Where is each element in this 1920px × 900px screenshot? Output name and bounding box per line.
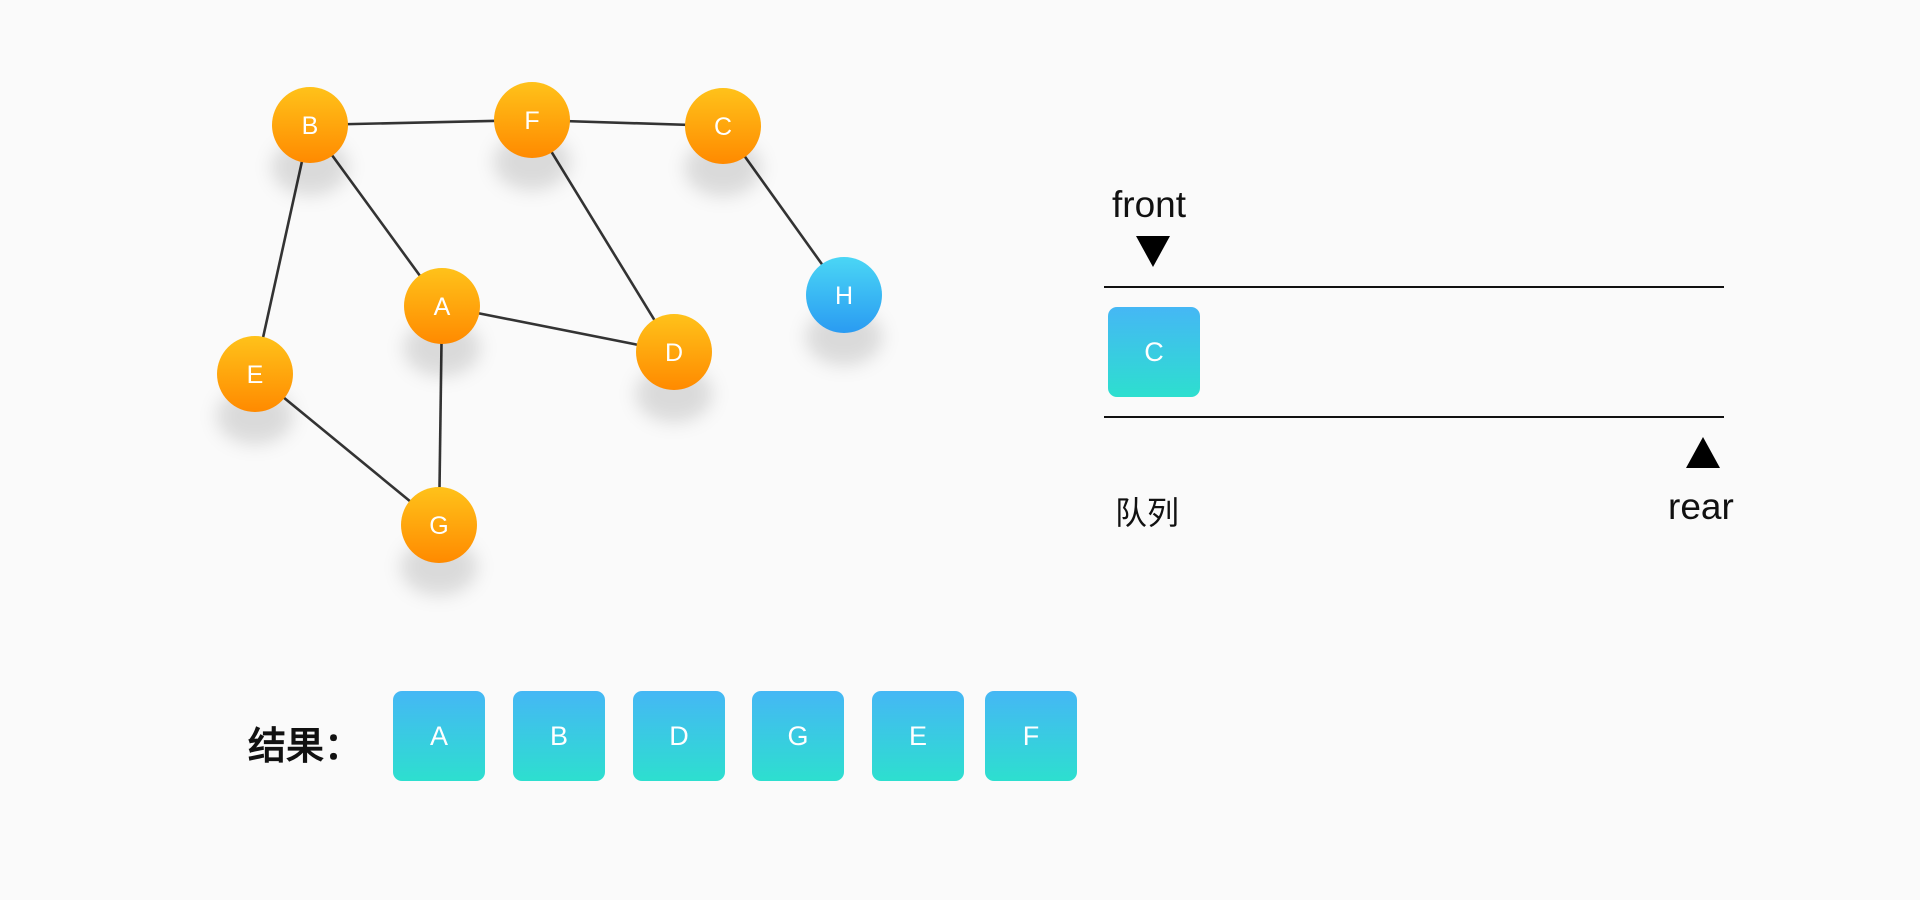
node-circle-H — [806, 257, 882, 333]
node-circle-E — [217, 336, 293, 412]
front-arrow-icon — [1136, 236, 1170, 267]
node-circle-A — [404, 268, 480, 344]
edge-A-D — [441, 304, 675, 354]
node-B: B — [272, 87, 348, 163]
result-item: E — [872, 691, 964, 781]
node-D: D — [636, 314, 712, 390]
node-label-G: G — [429, 512, 448, 540]
node-label-D: D — [665, 339, 683, 367]
result-item: B — [513, 691, 605, 781]
node-label-A: A — [434, 293, 451, 321]
node-circle-F — [494, 82, 570, 158]
node-circle-G — [401, 487, 477, 563]
node-E: E — [217, 336, 293, 412]
node-H: H — [806, 257, 882, 333]
result-item: D — [633, 691, 725, 781]
front-label: front — [1112, 184, 1187, 225]
queue-title: 队列 — [1115, 495, 1180, 531]
node-label-E: E — [247, 361, 264, 389]
queue-item: C — [1108, 307, 1200, 397]
node-label-C: C — [714, 113, 732, 141]
queue-top-line — [1104, 286, 1724, 288]
node-G: G — [401, 487, 477, 563]
node-circle-B — [272, 87, 348, 163]
node-C: C — [685, 88, 761, 164]
node-label-F: F — [524, 107, 539, 135]
result-label: 结果： — [248, 726, 363, 768]
node-F: F — [494, 82, 570, 158]
node-label-H: H — [835, 282, 853, 310]
edge-E-G — [254, 372, 440, 527]
node-shadows — [217, 134, 882, 595]
node-label-B: B — [302, 112, 319, 140]
result-item: G — [752, 691, 844, 781]
node-circle-D — [636, 314, 712, 390]
queue-bottom-line — [1104, 416, 1724, 418]
node-A: A — [404, 268, 480, 344]
nodes: B F C A D E G H — [217, 82, 882, 563]
rear-label: rear — [1668, 486, 1734, 527]
result-item: A — [393, 691, 485, 781]
result-item: F — [985, 691, 1077, 781]
rear-arrow-icon — [1686, 437, 1720, 468]
node-circle-C — [685, 88, 761, 164]
